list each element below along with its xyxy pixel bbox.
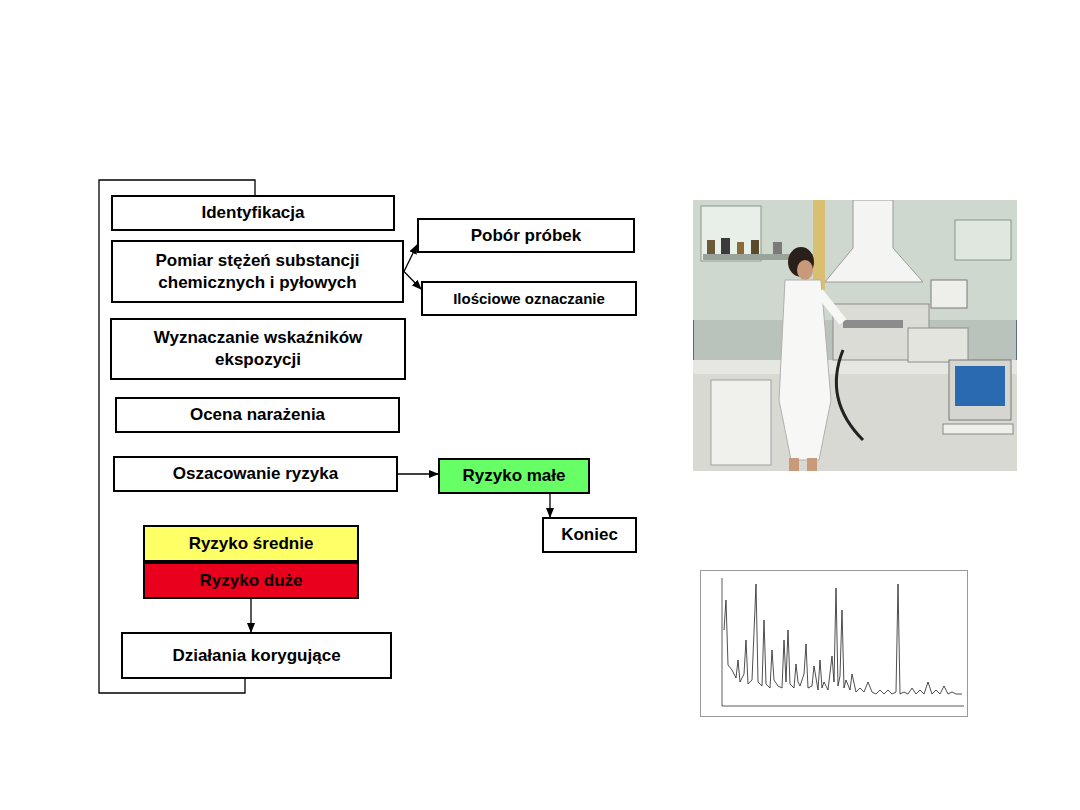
risk-box: Ryzyko duże (143, 562, 359, 599)
step-box: Pobór próbek (417, 218, 635, 253)
node-label: Koniec (561, 524, 618, 546)
process-box: Wyznaczanie wskaźników ekspozycji (110, 318, 406, 380)
laboratory-photo (693, 200, 1017, 471)
chromatogram-plot (700, 570, 968, 717)
process-box: Identyfikacja (111, 195, 395, 231)
node-label: Działania korygujące (172, 645, 340, 667)
node-label: Pomiar stężeń substancji chemicznych i p… (113, 250, 402, 294)
connector-arrow (404, 272, 421, 290)
node-label: Oszacowanie ryzyka (173, 463, 338, 485)
node-label: Wyznaczanie wskaźników ekspozycji (112, 327, 404, 371)
node-label: Ilościowe oznaczanie (453, 288, 605, 310)
connector-arrow (250, 599, 251, 632)
step-box: Ilościowe oznaczanie (421, 281, 637, 316)
process-box: Działania korygujące (121, 632, 392, 679)
node-label: Ryzyko średnie (189, 533, 314, 555)
risk-box: Ryzyko średnie (143, 525, 359, 562)
node-label: Ocena narażenia (190, 404, 325, 426)
process-box: Pomiar stężeń substancji chemicznych i p… (111, 240, 404, 303)
node-label: Ryzyko duże (200, 570, 303, 592)
node-label: Pobór próbek (471, 225, 582, 247)
process-box: Oszacowanie ryzyka (113, 456, 398, 492)
connector-arrow (404, 245, 417, 272)
risk-box: Ryzyko małe (438, 458, 590, 494)
connector-arrow (398, 473, 438, 474)
node-label: Identyfikacja (202, 202, 305, 224)
connector-arrow (549, 494, 550, 517)
node-label: Ryzyko małe (463, 465, 566, 487)
process-box: Ocena narażenia (115, 397, 400, 433)
end-box: Koniec (542, 517, 637, 553)
